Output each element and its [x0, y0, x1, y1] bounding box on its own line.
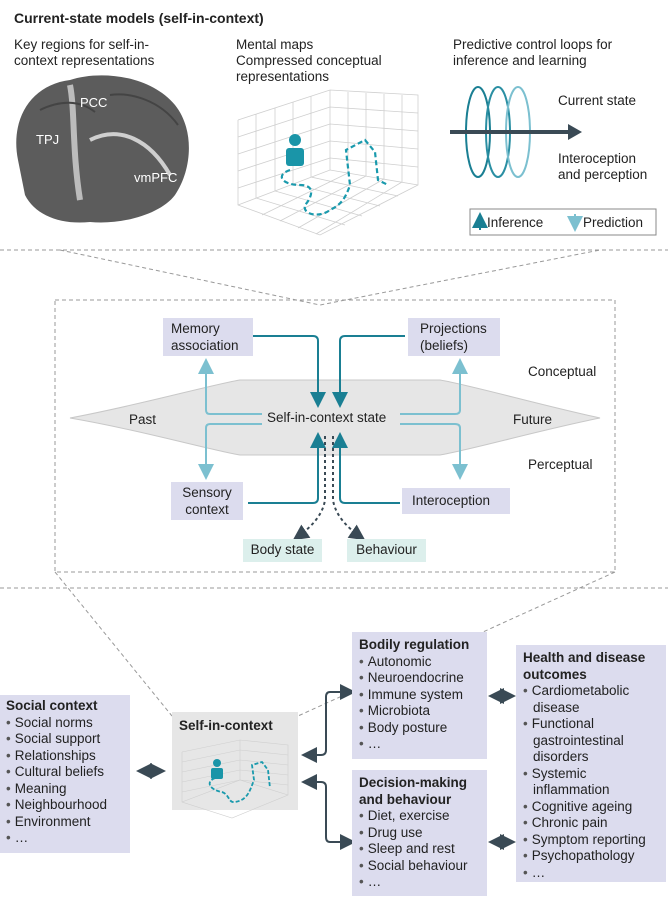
- figure-title: Current-state models (self-in-context): [14, 10, 264, 26]
- interoception-box: Interoception: [402, 488, 510, 514]
- mental-map-path: [280, 138, 389, 216]
- zoom-dashed-lines: [0, 249, 668, 717]
- list-item: Microbiota: [359, 703, 480, 720]
- legend-box: [469, 208, 657, 236]
- list-item: …: [359, 736, 480, 753]
- self-in-context-state-label: Self-in-context state: [267, 410, 387, 425]
- vmpfc-label: vmPFC: [134, 170, 178, 185]
- social-context-heading: Social context: [6, 698, 98, 713]
- list-item: Social support: [6, 731, 124, 748]
- perceptual-label: Perceptual: [528, 457, 593, 472]
- list-item: Meaning: [6, 781, 124, 798]
- mental-maps-heading: Mental maps Compressed conceptual repres…: [236, 37, 382, 84]
- current-state-label: Current state: [558, 93, 637, 108]
- future-label: Future: [513, 412, 553, 427]
- list-item: …: [359, 874, 480, 891]
- middle-arrows: [198, 335, 468, 541]
- list-item: Systemic inflammation: [523, 766, 659, 799]
- brain-heading: Key regions for self-in- context represe…: [14, 37, 155, 68]
- list-item: Social norms: [6, 715, 124, 732]
- social-context-box: Social context Social norms Social suppo…: [0, 695, 130, 853]
- body-state-box: Body state: [243, 539, 322, 562]
- projections-box: Projections(beliefs): [408, 318, 500, 356]
- brain-image: [16, 75, 189, 223]
- bottom-arrows: [136, 684, 516, 850]
- list-item: Symptom reporting: [523, 832, 659, 849]
- list-item: Psychopathology: [523, 848, 659, 865]
- list-item: Neighbourhood: [6, 797, 124, 814]
- mental-map-grid: [237, 89, 419, 236]
- health-outcomes-list: Cardiometabolic disease Functional gastr…: [523, 683, 659, 881]
- bodily-regulation-box: Bodily regulation Autonomic Neuroendocri…: [352, 632, 487, 759]
- list-item: Cognitive ageing: [523, 799, 659, 816]
- bodily-regulation-list: Autonomic Neuroendocrine Immune system M…: [359, 654, 480, 753]
- past-label: Past: [129, 412, 157, 427]
- behaviour-box: Behaviour: [347, 539, 426, 562]
- bodily-regulation-heading: Bodily regulation: [359, 637, 470, 652]
- list-item: Immune system: [359, 687, 480, 704]
- person-icon: [286, 134, 304, 166]
- list-item: Diet, exercise: [359, 808, 480, 825]
- list-item: Social behaviour: [359, 858, 480, 875]
- mini-grid: [181, 739, 289, 819]
- list-item: Functional gastrointestinal disorders: [523, 716, 659, 766]
- predictive-loops: [450, 86, 582, 178]
- mini-person-icon: [211, 759, 223, 779]
- self-in-context-heading: Self-in-context: [179, 718, 273, 733]
- pcc-label: PCC: [80, 95, 108, 110]
- loops-heading: Predictive control loops for inference a…: [453, 37, 613, 68]
- interoception-perception-label: Interoception and perception: [558, 151, 648, 182]
- list-item: Drug use: [359, 825, 480, 842]
- list-item: Environment: [6, 814, 124, 831]
- list-item: Sleep and rest: [359, 841, 480, 858]
- legend-inference: Inference: [487, 215, 544, 230]
- list-item: Chronic pain: [523, 815, 659, 832]
- list-item: Body posture: [359, 720, 480, 737]
- tpj-label: TPJ: [36, 132, 60, 147]
- decision-making-list: Diet, exercise Drug use Sleep and rest S…: [359, 808, 480, 891]
- list-item: Relationships: [6, 748, 124, 765]
- list-item: Cardiometabolic disease: [523, 683, 659, 716]
- conceptual-label: Conceptual: [528, 364, 597, 379]
- list-item: …: [523, 865, 659, 882]
- social-context-list: Social norms Social support Relationship…: [6, 715, 124, 847]
- list-item: Cultural beliefs: [6, 764, 124, 781]
- list-item: …: [6, 830, 124, 847]
- mini-path: [208, 760, 271, 803]
- list-item: Neuroendocrine: [359, 670, 480, 687]
- legend-prediction: Prediction: [583, 215, 644, 230]
- timeline-spindle: [69, 379, 601, 456]
- list-item: Autonomic: [359, 654, 480, 671]
